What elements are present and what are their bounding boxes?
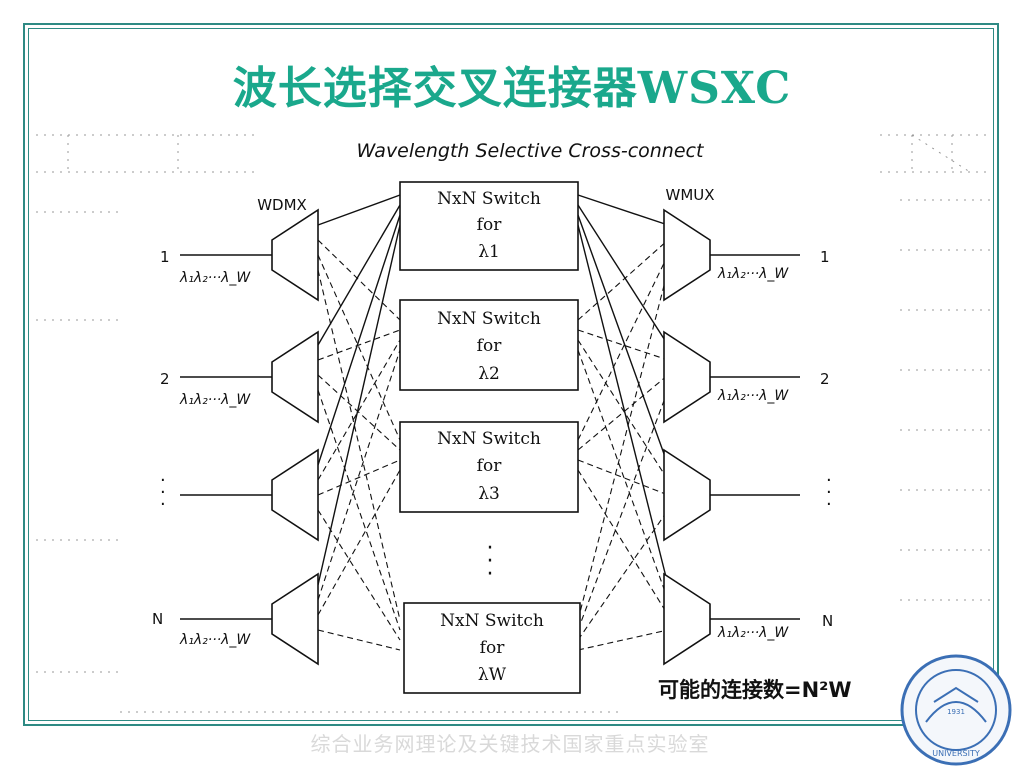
switch-w-for: for [480,638,506,658]
dashed-connection-lines [317,239,669,651]
svg-text:·: · [487,562,494,587]
input-port-n: N [152,610,163,628]
output-port-2: 2 [820,370,830,388]
connection-lines [317,194,669,586]
switch-1-for: for [477,215,503,235]
university-seal-logo: 1931 UNIVERSITY [900,654,1012,766]
input-wavelengths-n: λ₁λ₂···λ_W [179,632,251,648]
switch-w: NxN Switch for λW [403,602,581,694]
diagram-caption: Wavelength Selective Cross-connect [357,140,705,162]
switch-1: NxN Switch for λ1 [399,181,579,271]
mux-3 [663,448,800,542]
input-port-ellipsis: · · · [160,470,166,515]
svg-text:·: · [160,482,166,503]
slide-frame-outer [23,23,999,726]
switch-3-title: NxN Switch [437,429,541,449]
mux-label: WMUX [665,186,714,204]
svg-text:·: · [487,536,494,561]
svg-text:·: · [826,470,832,491]
switch-3-wavelength: λ3 [478,484,500,504]
svg-text:1931: 1931 [947,708,965,716]
svg-text:·: · [160,494,166,515]
svg-text:·: · [160,470,166,491]
switch-3: NxN Switch for λ3 [399,421,579,513]
mux-2 [663,330,800,424]
switch-2-for: for [477,336,503,356]
demux-1 [180,208,319,302]
output-wavelengths-n: λ₁λ₂···λ_W [717,625,789,641]
output-port-n: N [822,612,833,630]
output-port-ellipsis: · · · [826,470,832,515]
switch-2-title: NxN Switch [437,309,541,329]
svg-text:·: · [487,549,494,574]
mux-n [663,572,800,666]
input-wavelengths-1: λ₁λ₂···λ_W [179,270,251,286]
connection-count-note: 可能的连接数=N²W [658,678,852,702]
svg-text:·: · [826,494,832,515]
demux-label: WDMX [257,196,307,214]
slide-title: 波长选择交叉连接器WSXC [232,63,792,114]
scan-artifacts [36,134,990,713]
mux-1 [663,208,800,302]
demux-3 [180,448,319,542]
switch-1-title: NxN Switch [437,189,541,209]
output-wavelengths-1: λ₁λ₂···λ_W [717,266,789,282]
input-port-1: 1 [160,248,170,266]
output-port-1: 1 [820,248,830,266]
output-wavelengths-2: λ₁λ₂···λ_W [717,388,789,404]
slide-frame-inner [28,28,994,721]
switch-w-wavelength: λW [478,665,507,685]
svg-text:·: · [826,482,832,503]
switch-3-for: for [477,456,503,476]
svg-text:UNIVERSITY: UNIVERSITY [932,749,980,758]
demux-n [180,572,319,666]
input-port-2: 2 [160,370,170,388]
demux-2 [180,330,319,424]
switch-ellipsis: · · · [487,536,494,587]
slide-footer: 综合业务网理论及关键技术国家重点实验室 [310,732,710,756]
switch-1-wavelength: λ1 [478,242,500,262]
switch-w-title: NxN Switch [440,611,544,631]
switch-2-wavelength: λ2 [478,364,500,384]
switch-2: NxN Switch for λ2 [399,299,579,391]
input-wavelengths-2: λ₁λ₂···λ_W [179,392,251,408]
